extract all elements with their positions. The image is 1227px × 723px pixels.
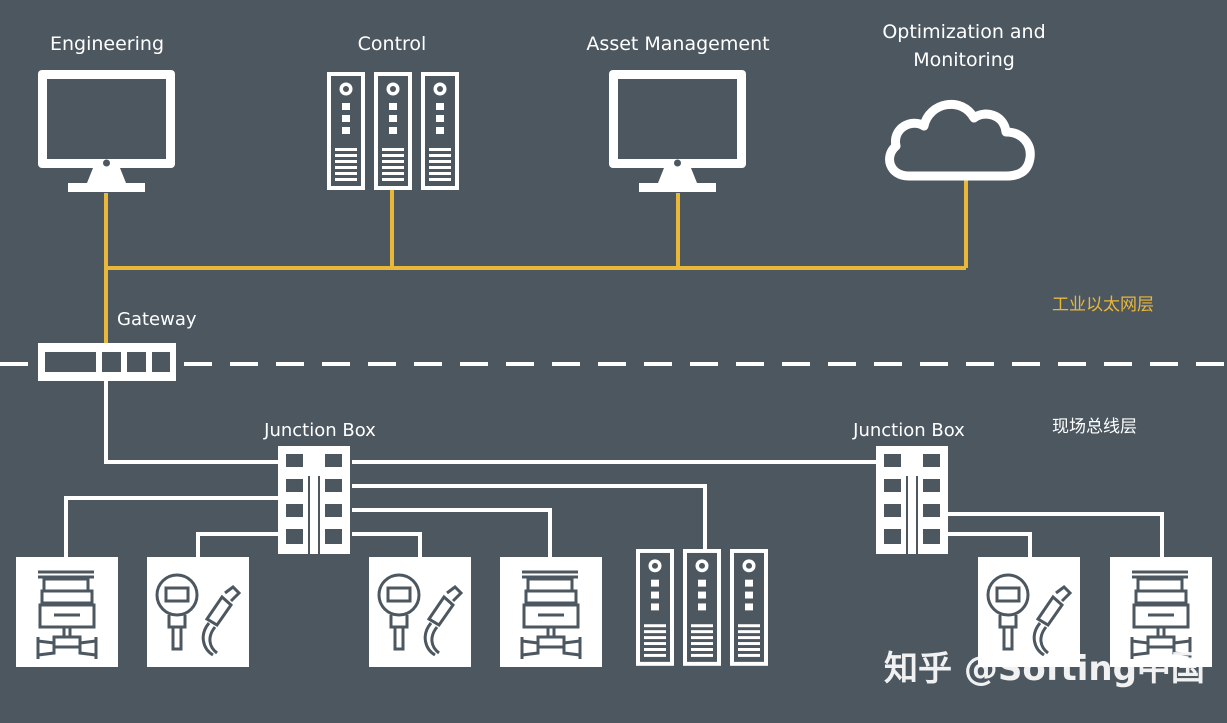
control-server-rack-icon (327, 72, 459, 190)
watermark: 知乎 @Softing中国 (884, 649, 1205, 689)
junction-box-left-label: Junction Box (263, 420, 376, 441)
asset-management-monitor-icon (609, 70, 746, 192)
junction-box-left-icon (278, 446, 350, 554)
gateway-switch-icon (38, 343, 176, 381)
fieldbus-lines (64, 380, 1164, 558)
optimization-label-line1: Optimization and (882, 21, 1045, 43)
ethernet-layer-label: 工业以太网层 (1052, 295, 1154, 315)
pressure-transmitter-icon (145, 555, 251, 669)
gateway-label: Gateway (117, 309, 197, 330)
control-valve-icon (498, 555, 604, 669)
pressure-transmitter-icon (367, 555, 473, 669)
cloud-icon (890, 104, 1031, 176)
asset-management-label: Asset Management (586, 33, 769, 55)
junction-box-right-label: Junction Box (852, 420, 965, 441)
control-valve-icon (14, 555, 120, 669)
engineering-label: Engineering (50, 33, 164, 55)
engineering-monitor-icon (38, 70, 175, 192)
optimization-label-line2: Monitoring (913, 49, 1015, 71)
control-label: Control (358, 33, 427, 55)
fieldbus-layer-label: 现场总线层 (1052, 417, 1137, 437)
ethernet-bus (104, 178, 968, 347)
junction-box-right-icon (876, 446, 948, 554)
field-server-rack-icon (636, 549, 768, 666)
